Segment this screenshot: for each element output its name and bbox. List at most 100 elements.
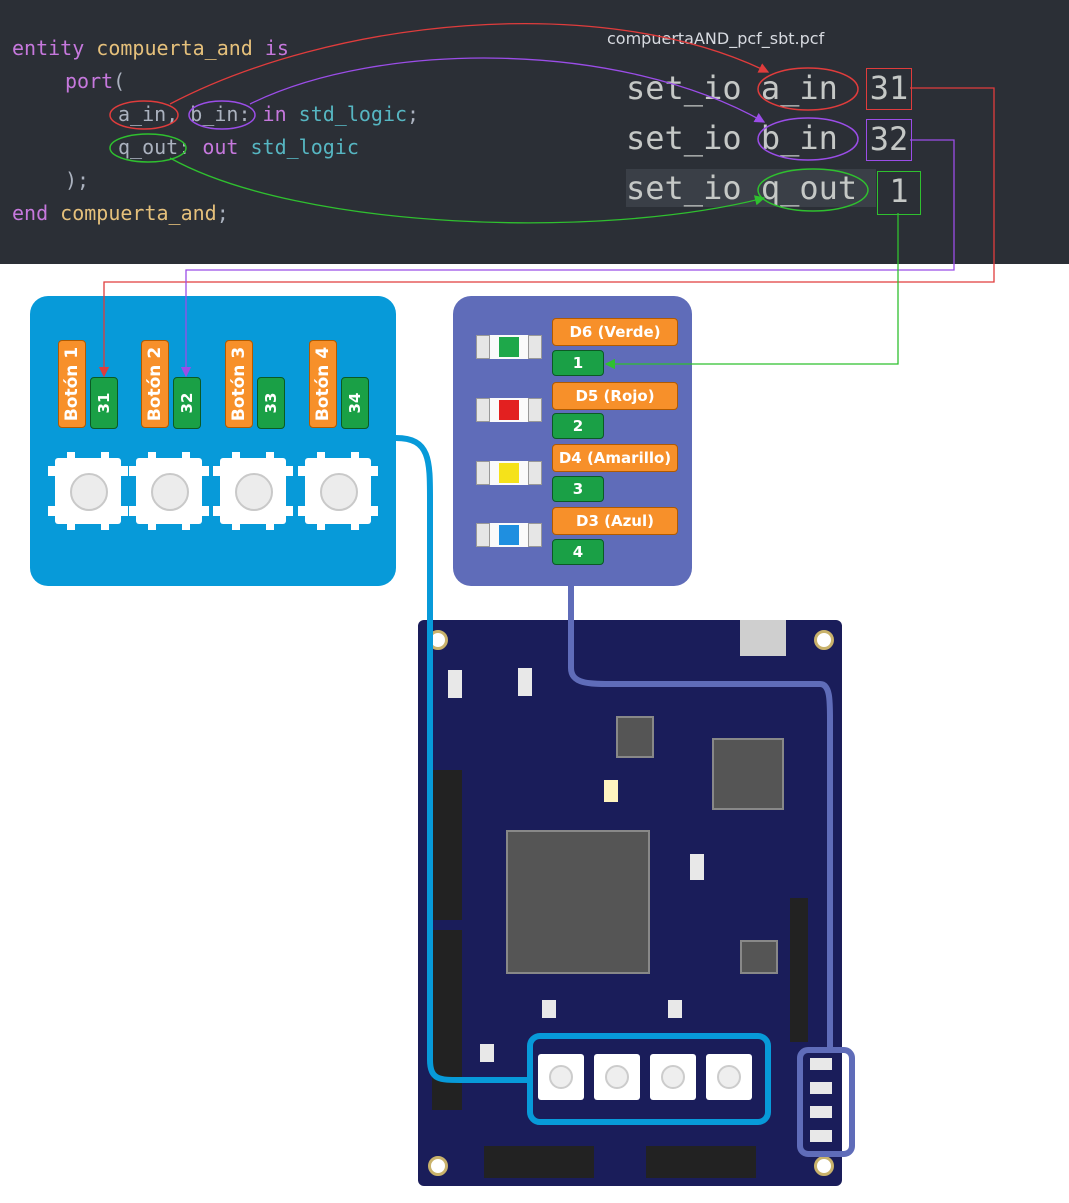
board-led-d6 bbox=[810, 1058, 832, 1070]
button-2-pin: 32 bbox=[173, 377, 201, 429]
led-d6-color bbox=[499, 337, 519, 357]
pcf-port-a-in: a_in bbox=[760, 69, 838, 107]
smd-part bbox=[448, 670, 462, 698]
entity-name: compuerta_and bbox=[96, 36, 253, 60]
pcf-pin-1: 1 bbox=[877, 171, 921, 215]
a-in-highlight bbox=[109, 100, 179, 130]
pcf-cmd: set_io bbox=[626, 169, 742, 207]
led-d5 bbox=[476, 398, 542, 422]
keyword-out: out bbox=[202, 135, 239, 159]
board-button-4[interactable] bbox=[706, 1054, 752, 1100]
vhdl-line-close: ); bbox=[65, 168, 89, 192]
vhdl-line-output: q_out: out std_logic bbox=[118, 135, 359, 159]
leds-link-line bbox=[568, 586, 833, 1048]
pin-1-to-led-d6-arrow bbox=[604, 213, 899, 370]
type-std-logic: std_logic bbox=[298, 102, 408, 126]
fpga-chip bbox=[506, 830, 650, 974]
pcf-pin-32: 32 bbox=[866, 119, 912, 161]
led-d4-color bbox=[499, 463, 519, 483]
led-d6 bbox=[476, 335, 542, 359]
button-4-label: Botón 4 bbox=[309, 340, 337, 428]
board-buttons-highlight bbox=[527, 1033, 771, 1125]
board-led-d3 bbox=[810, 1130, 832, 1142]
pin-31-to-button-1-arrow bbox=[98, 87, 995, 378]
smd-part bbox=[690, 854, 704, 880]
pcf-a-in-highlight bbox=[757, 67, 859, 111]
led-d3-label: D3 (Azul) bbox=[552, 507, 678, 535]
buttons-link-line bbox=[395, 435, 530, 1083]
led-d4-pin: 3 bbox=[552, 476, 604, 502]
pcf-cmd: set_io bbox=[626, 119, 742, 157]
vhdl-line-port: port( bbox=[65, 69, 125, 93]
pcf-q-out-highlight bbox=[757, 168, 869, 212]
vhdl-line-entity: entity compuerta_and is bbox=[12, 36, 289, 60]
board-button-3[interactable] bbox=[650, 1054, 696, 1100]
pcf-filename: compuertaAND_pcf_sbt.pcf bbox=[607, 29, 825, 48]
header-bottom-right bbox=[646, 1146, 756, 1178]
pushbutton-3[interactable] bbox=[213, 452, 293, 530]
pin-32-to-button-2-arrow bbox=[180, 139, 955, 378]
board-leds-highlight bbox=[797, 1047, 855, 1157]
b-in-highlight bbox=[188, 100, 256, 130]
pcf-line-q: set_io q_out bbox=[626, 169, 876, 207]
mounting-hole bbox=[814, 630, 834, 650]
board-led-d5 bbox=[810, 1082, 832, 1094]
button-3-label: Botón 3 bbox=[225, 340, 253, 428]
smd-part bbox=[542, 1000, 556, 1018]
keyword-in: in bbox=[262, 102, 287, 126]
button-3-pin: 33 bbox=[257, 377, 285, 429]
keyword-end: end bbox=[12, 201, 49, 225]
keyword-port: port bbox=[65, 69, 114, 93]
mounting-hole bbox=[428, 1156, 448, 1176]
paren-open: ( bbox=[113, 69, 126, 93]
usb-connector bbox=[740, 620, 786, 656]
usb-chip bbox=[712, 738, 784, 810]
button-4-pin: 34 bbox=[341, 377, 369, 429]
type-std-logic: std_logic bbox=[250, 135, 359, 159]
button-2-label: Botón 2 bbox=[141, 340, 169, 428]
pushbutton-4[interactable] bbox=[298, 452, 378, 530]
colon: : bbox=[238, 102, 251, 126]
pcf-port-q-out: q_out bbox=[760, 169, 858, 207]
entity-name: compuerta_and bbox=[60, 201, 217, 225]
button-1-label: Botón 1 bbox=[58, 340, 86, 428]
led-d5-pin: 2 bbox=[552, 413, 604, 439]
led-d3 bbox=[476, 523, 542, 547]
led-d3-pin: 4 bbox=[552, 539, 604, 565]
pcf-port-b-in: b_in bbox=[760, 119, 838, 157]
led-d5-color bbox=[499, 400, 519, 420]
fpga-board bbox=[418, 620, 842, 1186]
pushbutton-2[interactable] bbox=[129, 452, 209, 530]
led-d4 bbox=[476, 461, 542, 485]
b-in-to-pcf-arrow bbox=[249, 57, 766, 123]
header-bottom-left bbox=[484, 1146, 594, 1178]
board-button-2[interactable] bbox=[594, 1054, 640, 1100]
close-paren: ); bbox=[65, 168, 90, 192]
pcf-line-b: set_io b_in bbox=[626, 119, 838, 157]
port-q-out: q_out bbox=[118, 135, 179, 159]
semicolon: ; bbox=[407, 102, 420, 126]
port-a-in: a_in bbox=[118, 102, 167, 126]
vhdl-line-end: end compuerta_and; bbox=[12, 201, 229, 225]
header-j4 bbox=[790, 898, 808, 1042]
flash-chip bbox=[740, 940, 778, 974]
code-panel: entity compuerta_and is port( a_in, b_in… bbox=[0, 0, 1069, 264]
q-out-to-pcf-arrow bbox=[169, 157, 766, 224]
led-d4-label: D4 (Amarillo) bbox=[552, 444, 678, 472]
board-button-1[interactable] bbox=[538, 1054, 584, 1100]
pushbutton-1[interactable] bbox=[48, 452, 128, 530]
q-out-highlight bbox=[109, 133, 187, 163]
button-1-pin: 31 bbox=[90, 377, 118, 429]
mounting-hole bbox=[814, 1156, 834, 1176]
vhdl-line-inputs: a_in, b_in: in std_logic; bbox=[118, 102, 419, 126]
smd-part bbox=[518, 668, 532, 696]
smd-part bbox=[668, 1000, 682, 1018]
a-in-to-pcf-arrow bbox=[169, 23, 770, 105]
pcf-b-in-highlight bbox=[757, 117, 859, 161]
keyword-is: is bbox=[264, 36, 289, 60]
smd-part bbox=[480, 1044, 494, 1062]
regulator-chip bbox=[616, 716, 654, 758]
keyword-entity: entity bbox=[12, 36, 85, 60]
led-d3-color bbox=[499, 525, 519, 545]
